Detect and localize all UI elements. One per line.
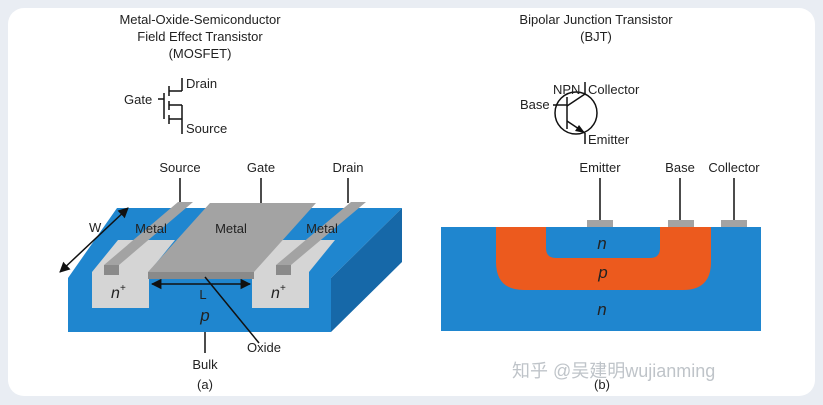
bjt-title-line2: (BJT) bbox=[580, 29, 612, 44]
mosfet-caption: (a) bbox=[197, 377, 213, 392]
n-plus-left-label: n+ bbox=[111, 283, 126, 302]
emitter-contact bbox=[587, 220, 613, 227]
mosfet-symbol-icon bbox=[158, 78, 183, 134]
metal-gate-contact bbox=[148, 203, 316, 272]
metal-left-label: Metal bbox=[135, 221, 167, 236]
bjt-caption: (b) bbox=[594, 377, 610, 392]
n-collector-label: n bbox=[597, 300, 606, 319]
width-label: W bbox=[89, 220, 102, 235]
emitter-arrow-icon bbox=[575, 125, 585, 133]
n-emitter-label: n bbox=[597, 234, 606, 253]
metal-left-side bbox=[104, 265, 119, 275]
metal-right-side bbox=[276, 265, 291, 275]
oxide-label: Oxide bbox=[247, 340, 281, 355]
symbol-drain-label: Drain bbox=[186, 76, 217, 91]
length-label: L bbox=[199, 287, 206, 302]
bjt-diagram: Bipolar Junction Transistor (BJT) NPN Co… bbox=[441, 12, 761, 392]
p-region-label: p bbox=[199, 306, 209, 325]
symbol-emitter-label: Emitter bbox=[588, 132, 630, 147]
terminal-leads bbox=[179, 178, 349, 205]
mosfet-title-line3: (MOSFET) bbox=[169, 46, 232, 61]
mosfet-diagram: Metal-Oxide-Semiconductor Field Effect T… bbox=[59, 12, 402, 392]
drain-terminal-label: Drain bbox=[332, 160, 363, 175]
collector-terminal-label: Collector bbox=[708, 160, 760, 175]
metal-gate-side bbox=[148, 272, 254, 279]
symbol-source-label: Source bbox=[186, 121, 227, 136]
oxide-pointer bbox=[204, 276, 260, 344]
symbol-collector-label: Collector bbox=[588, 82, 640, 97]
mosfet-title-line2: Field Effect Transistor bbox=[137, 29, 263, 44]
n-plus-right-label: n+ bbox=[271, 283, 286, 302]
mosfet-substrate-side bbox=[331, 208, 402, 332]
metal-center-label: Metal bbox=[215, 221, 247, 236]
gate-terminal-label: Gate bbox=[247, 160, 275, 175]
watermark-text: 知乎 @吴建明wujianming bbox=[512, 361, 715, 381]
base-contact bbox=[668, 220, 694, 227]
symbol-gate-label: Gate bbox=[124, 92, 152, 107]
base-terminal-label: Base bbox=[665, 160, 695, 175]
bjt-n-emitter-region bbox=[546, 227, 660, 258]
collector-contact bbox=[721, 220, 747, 227]
source-terminal-label: Source bbox=[159, 160, 200, 175]
bulk-label: Bulk bbox=[192, 357, 218, 372]
symbol-npn-label: NPN bbox=[553, 82, 580, 97]
symbol-base-label: Base bbox=[520, 97, 550, 112]
n-plus-left-region bbox=[92, 272, 149, 308]
bjt-terminal-leads bbox=[599, 178, 735, 220]
metal-right-contact bbox=[276, 202, 366, 265]
metal-right-label: Metal bbox=[306, 221, 338, 236]
p-base-label: p bbox=[597, 263, 607, 282]
mosfet-title-line1: Metal-Oxide-Semiconductor bbox=[119, 12, 281, 27]
bjt-title-line1: Bipolar Junction Transistor bbox=[519, 12, 673, 27]
width-arrow bbox=[59, 207, 129, 273]
emitter-terminal-label: Emitter bbox=[579, 160, 621, 175]
n-plus-right-region bbox=[252, 272, 309, 308]
